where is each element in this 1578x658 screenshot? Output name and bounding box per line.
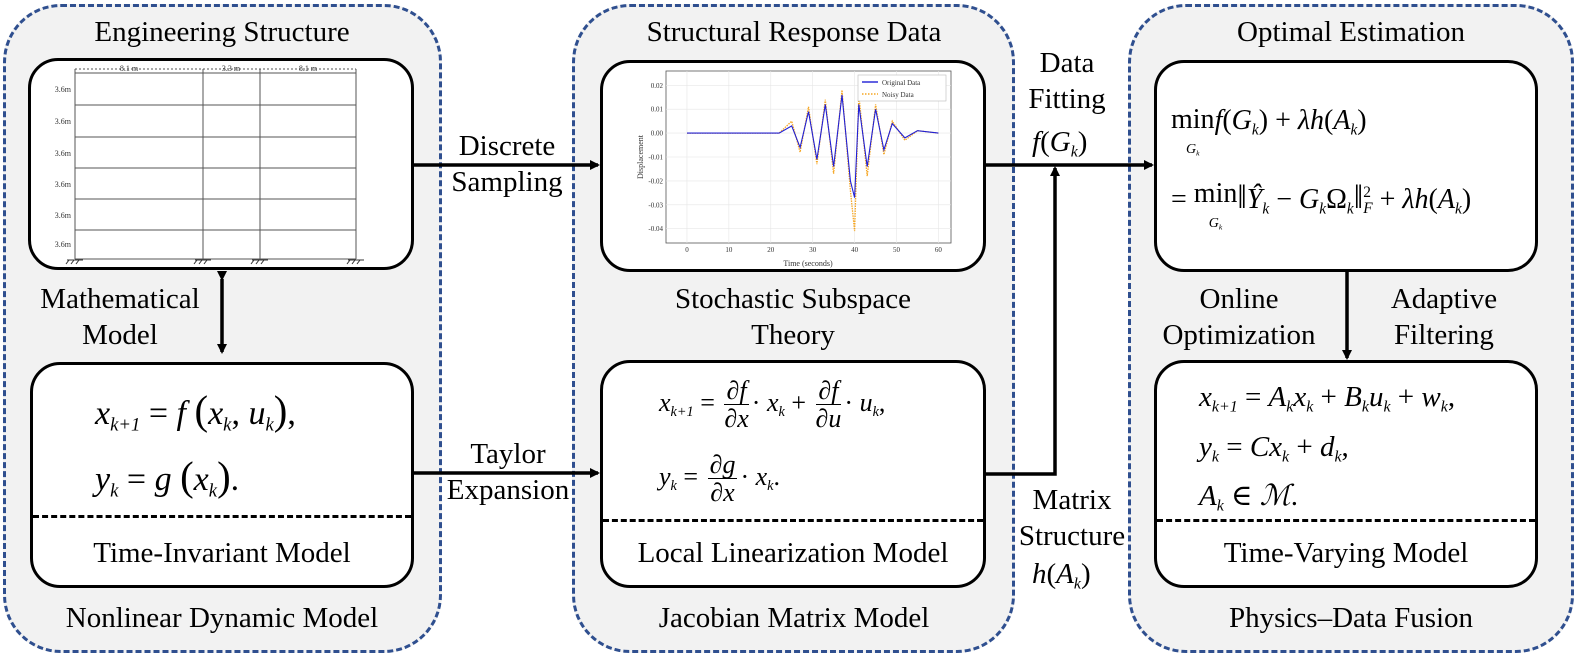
- x-tick-label: 20: [767, 246, 775, 254]
- span-label-3: 8.1 m: [299, 64, 318, 73]
- story-label-1: 3.6m: [55, 85, 72, 94]
- story-label-2: 3.6m: [55, 117, 72, 126]
- fixed-supports: [65, 259, 364, 265]
- time-varying-output-equation: yk = Cxk + dk,: [1199, 431, 1349, 466]
- chart-y-axis-label: Displacement: [636, 134, 645, 179]
- time-varying-model-box: xk+1 = Akxk + Bkuk + wk, yk = Cxk + dk, …: [1154, 360, 1538, 588]
- linearization-divider: [603, 519, 983, 522]
- story-label-5: 3.6m: [55, 211, 72, 220]
- story-label-4: 3.6m: [55, 180, 72, 189]
- series-original-data: [687, 94, 939, 198]
- time-varying-state-equation: xk+1 = Akxk + Bkuk + wk,: [1199, 381, 1456, 416]
- taylor-expansion-label: Taylor Expansion: [446, 438, 570, 506]
- footer-nonlinear-dynamic-model: Nonlinear Dynamic Model: [65, 602, 379, 634]
- data-fitting-label: Data Fitting: [1028, 47, 1106, 115]
- linearized-state-equation: xk+1 = ∂f∂x· xk + ∂f∂u· uk,: [659, 376, 886, 434]
- y-tick-label: 0.02: [651, 82, 664, 90]
- adaptive-filtering-label: Adaptive Filtering: [1390, 283, 1498, 351]
- x-tick-label: 50: [893, 246, 901, 254]
- output-equation: yk = g (xk).: [95, 454, 240, 502]
- x-tick-label: 60: [935, 246, 943, 254]
- stochastic-subspace-theory-label: Stochastic Subspace Theory: [675, 283, 911, 351]
- legend-original-data: Original Data: [882, 79, 921, 87]
- title-engineering-structure: Engineering Structure: [94, 16, 350, 48]
- online-optimization-label: Online Optimization: [1162, 283, 1316, 351]
- matrix-structure-label: Matrix Structure: [1018, 484, 1126, 552]
- arrow-matrix-structure: [986, 166, 1060, 476]
- chart-x-axis-label: Time (seconds): [783, 259, 833, 268]
- y-tick-label: -0.04: [648, 225, 663, 233]
- title-structural-response-data: Structural Response Data: [646, 16, 942, 48]
- discrete-sampling-label: Discrete Sampling: [451, 130, 563, 198]
- time-invariant-model-box: xk+1 = f (xk, uk), yk = g (xk). Time-Inv…: [30, 362, 414, 588]
- structural-response-chart-box: 0 10 20 30 40 50 60 0.02 0.01 0.00 -0.01 -0.02 -0.0…: [600, 60, 986, 272]
- local-linearization-model-box: xk+1 = ∂f∂x· xk + ∂f∂u· uk, yk = ∂g∂x· x…: [600, 360, 986, 588]
- matrix-structure-term: h(Ak): [1032, 558, 1091, 593]
- time-varying-model-label: Time-Varying Model: [1223, 537, 1469, 569]
- time-varying-divider: [1157, 519, 1535, 522]
- x-tick-label: 10: [725, 246, 733, 254]
- y-tick-label: -0.02: [648, 177, 663, 185]
- mathematical-model-label: Mathematical Model: [40, 283, 200, 351]
- chart-legend: Original Data Noisy Data: [857, 74, 947, 102]
- story-label-3: 3.6m: [55, 149, 72, 158]
- legend-noisy-data: Noisy Data: [882, 91, 915, 99]
- span-label-2: 3.3 m: [222, 64, 241, 73]
- footer-physics-data-fusion: Physics–Data Fusion: [1228, 602, 1474, 634]
- y-tick-label: -0.01: [648, 154, 663, 162]
- span-label-1: 8.1 m: [120, 64, 139, 73]
- data-fitting-term: f(Gk): [1032, 126, 1088, 161]
- story-label-6: 3.6m: [55, 240, 72, 249]
- time-invariant-model-label: Time-Invariant Model: [93, 537, 351, 569]
- x-tick-label: 40: [851, 246, 859, 254]
- x-tick-label: 30: [809, 246, 817, 254]
- state-equation: xk+1 = f (xk, uk),: [95, 388, 296, 436]
- x-tick-label: 0: [685, 246, 689, 254]
- linearized-output-equation: yk = ∂g∂x· xk.: [659, 450, 781, 508]
- y-tick-label: -0.03: [648, 201, 663, 209]
- frame-structure-drawing: 8.1 m 3.3 m 8.1 m 3.6m 3.6m 3.6m 3.6m 3.…: [55, 64, 364, 265]
- y-tick-label: 0.00: [651, 130, 664, 138]
- engineering-structure-box: 8.1 m 3.3 m 8.1 m 3.6m 3.6m 3.6m 3.6m 3.…: [28, 58, 414, 270]
- matrix-constraint: Ak ∈ ℳ.: [1199, 478, 1299, 515]
- displacement-chart: 0 10 20 30 40 50 60 0.02 0.01 0.00 -0.01 -0.02 -0.0…: [636, 70, 952, 268]
- local-linearization-model-label: Local Linearization Model: [637, 537, 949, 569]
- y-tick-label: 0.01: [651, 106, 664, 114]
- model-divider: [33, 515, 411, 518]
- series-noisy-data: [687, 90, 939, 232]
- title-optimal-estimation: Optimal Estimation: [1237, 16, 1465, 48]
- footer-jacobian-matrix-model: Jacobian Matrix Model: [658, 602, 930, 634]
